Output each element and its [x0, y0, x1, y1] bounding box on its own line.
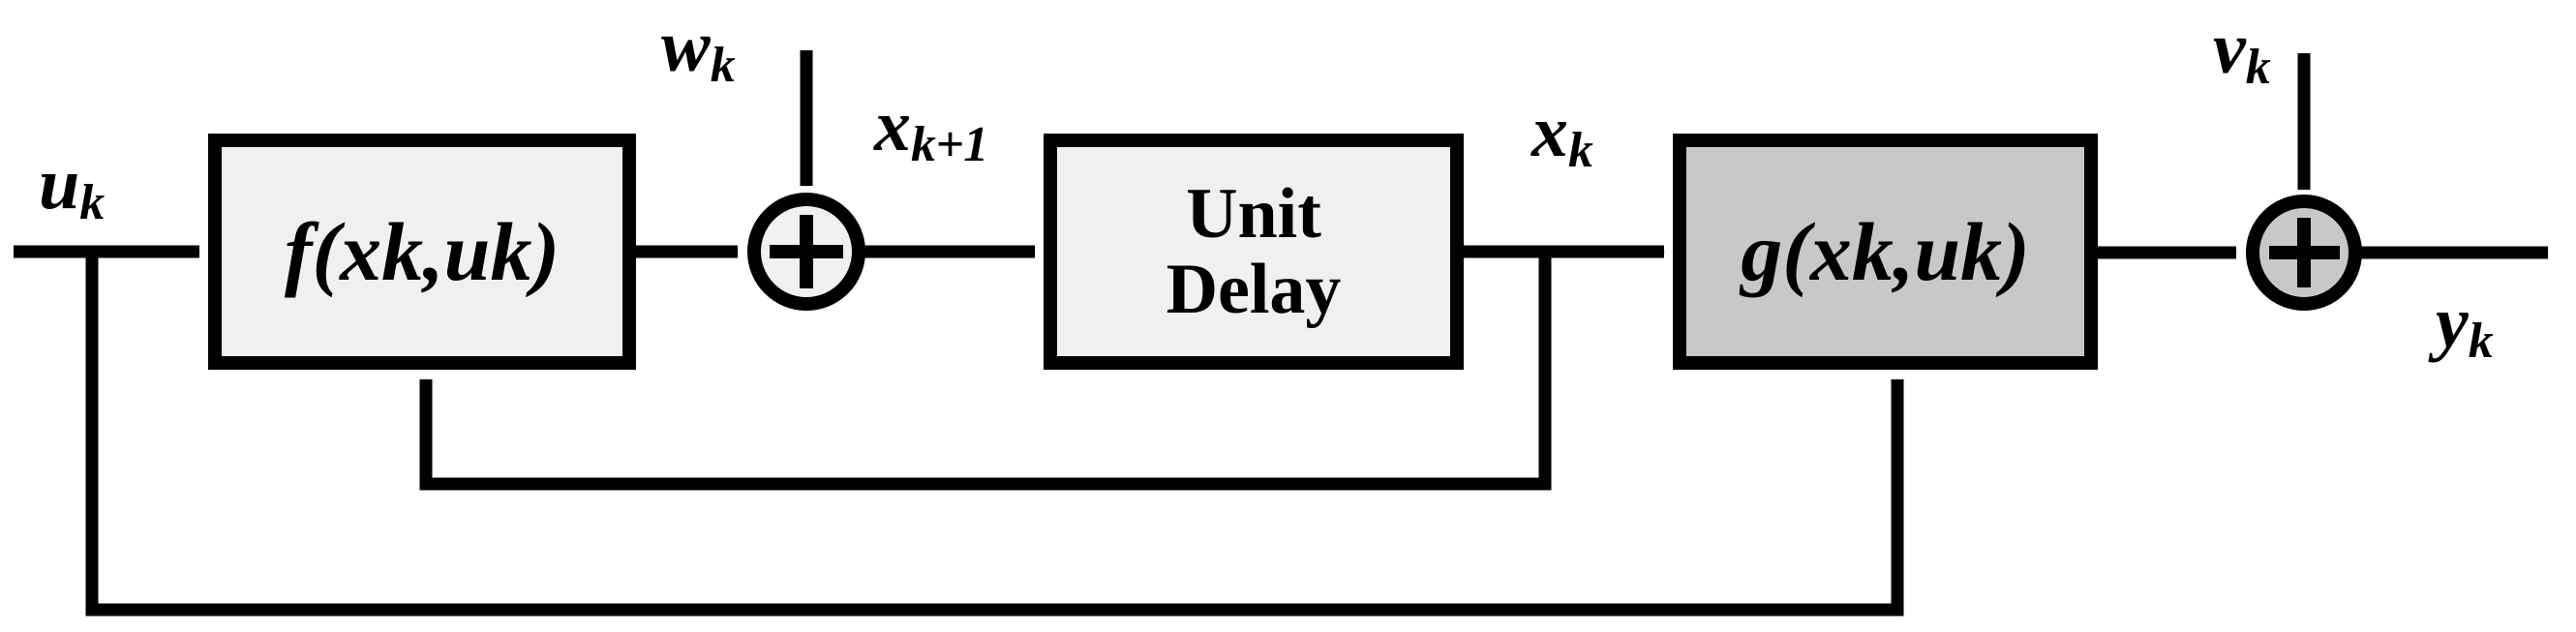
signal-label-next-state: xk+1 [874, 85, 988, 173]
signal-label-input: uk [39, 143, 105, 231]
block-rect-unit-delay [1044, 134, 1464, 370]
wire-input-feedback-to-g [85, 252, 1904, 617]
signal-label-output: yk [2436, 282, 2494, 370]
signal-label-process-noise: wk [661, 6, 736, 94]
block-rect-output-function [1673, 134, 2098, 370]
wire-state-feedback-to-f [419, 252, 1552, 491]
signal-label-state: xk [1531, 91, 1593, 179]
block-rect-state-function [208, 134, 636, 370]
signal-label-measurement-noise: vk [2213, 8, 2271, 96]
